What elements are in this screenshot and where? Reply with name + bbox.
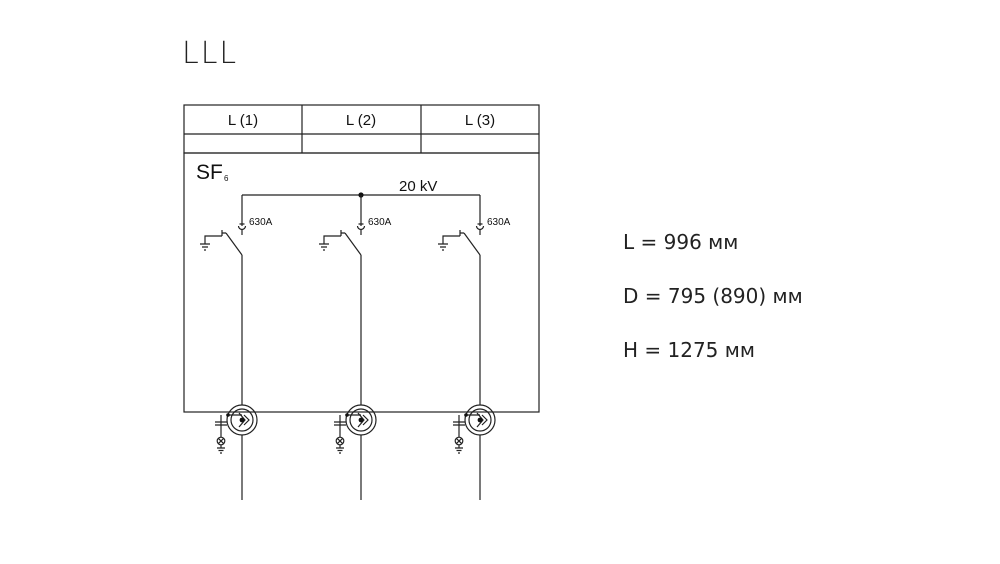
voltage-indicator-lamp (454, 436, 464, 446)
column-label-3: L (3) (465, 112, 495, 129)
column-label-1: L (1) (228, 112, 258, 129)
feeder-3: 630A (438, 195, 511, 500)
insulation-medium-label: SF (196, 161, 223, 184)
voltage-indicator-lamp (335, 436, 345, 446)
feeder-2: 630A (319, 195, 392, 500)
switch-rating-1: 630A (249, 217, 273, 228)
dimension-specs: L = 996 мм D = 795 (890) мм H = 1275 мм (623, 228, 803, 390)
load-break-switch-blade (463, 232, 481, 256)
busbar-voltage-label: 20 kV (399, 178, 437, 195)
voltage-indicator-lamp (216, 436, 226, 446)
load-break-switch-blade (344, 232, 362, 256)
column-label-2: L (2) (346, 112, 376, 129)
load-break-switch-blade (225, 232, 243, 256)
spec-height: H = 1275 мм (623, 338, 755, 362)
page-title: LLL (182, 36, 239, 71)
switchgear-enclosure (183, 152, 540, 413)
spec-length: L = 996 мм (623, 230, 739, 254)
feeder-1: 630A (200, 195, 273, 500)
switch-rating-2: 630A (368, 217, 392, 228)
spec-depth: D = 795 (890) мм (623, 284, 803, 308)
switch-rating-3: 630A (487, 217, 511, 228)
insulation-medium-subscript: 6 (224, 174, 229, 183)
